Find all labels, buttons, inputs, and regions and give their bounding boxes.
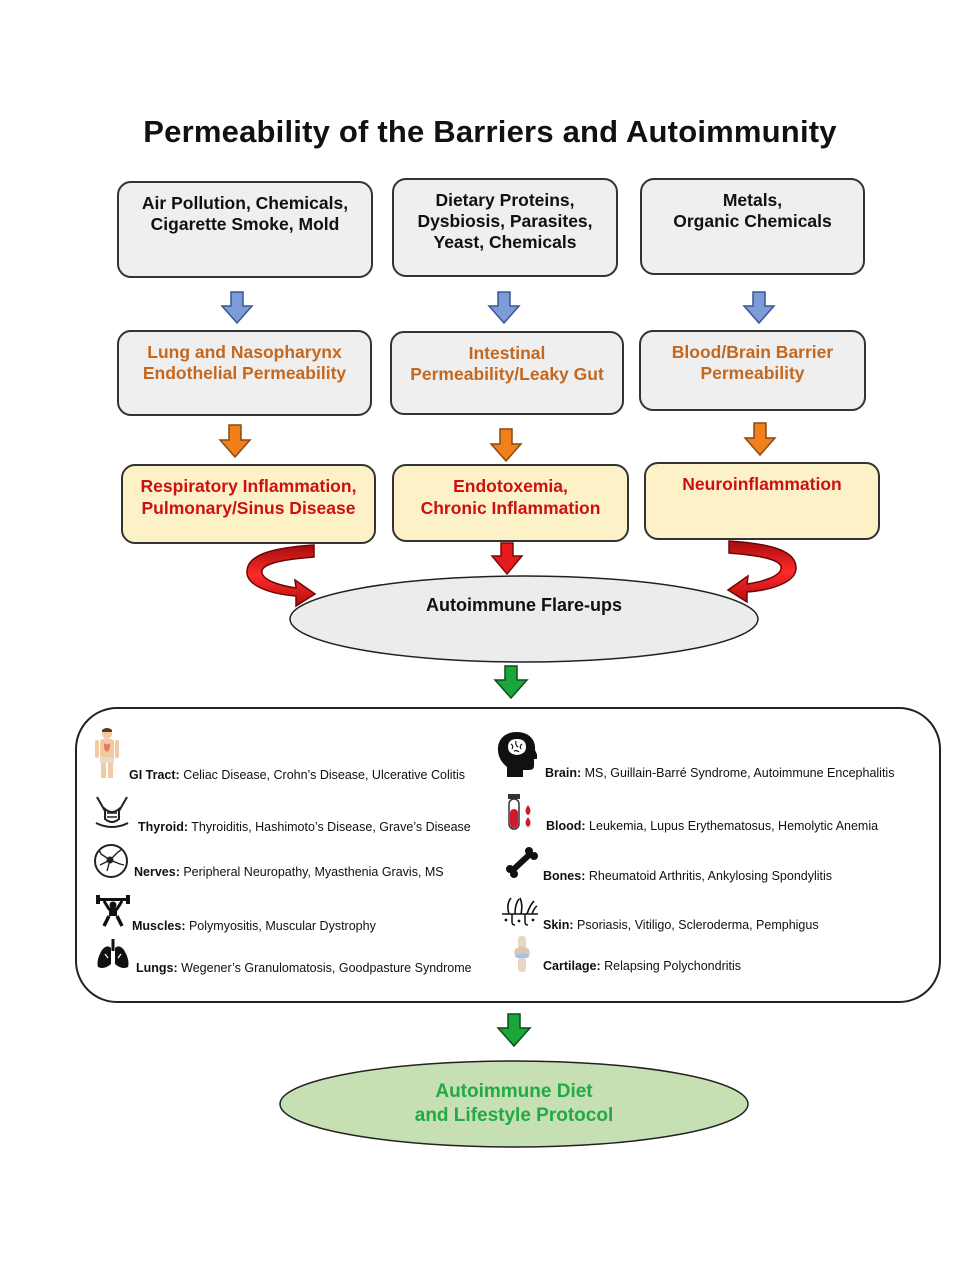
thyroid-icon [95, 796, 129, 828]
barrier-box-blood-brain: Blood/Brain Barrier Permeability [639, 330, 866, 411]
organ-row-skin: Skin: Psoriasis, Vitiligo, Scleroderma, … [543, 918, 819, 932]
blue-arrow-3 [742, 291, 776, 325]
human-body-icon [95, 728, 119, 778]
protocol-label: Autoimmune Diet and Lifestyle Protocol [414, 1081, 614, 1126]
organ-diseases: Rheumatoid Arthritis, Ankylosing Spondyl… [585, 869, 833, 883]
organ-row-brain: Brain: MS, Guillain-Barré Syndrome, Auto… [545, 766, 894, 780]
organ-diseases: MS, Guillain-Barré Syndrome, Autoimmune … [581, 766, 895, 780]
orange-arrow-1 [218, 424, 252, 459]
organ-label: Muscles: [132, 919, 186, 933]
orange-arrow-2 [489, 428, 523, 463]
organ-row-nerves: Nerves: Peripheral Neuropathy, Myastheni… [134, 865, 444, 879]
page-title: Permeability of the Barriers and Autoimm… [143, 114, 837, 149]
orange-arrow-3 [743, 422, 777, 457]
blood-tube-icon [508, 794, 531, 830]
organ-row-muscles: Muscles: Polymyositis, Muscular Dystroph… [132, 919, 376, 933]
nerve-cell-icon [94, 844, 128, 878]
barrier-box-lung: Lung and Nasopharynx Endothelial Permeab… [117, 330, 372, 416]
organ-label: Cartilage: [543, 959, 601, 973]
effect-box-neuro: Neuroinflammation [644, 462, 880, 540]
weightlifter-icon [96, 895, 130, 927]
flareups-label: Autoimmune Flare-ups [425, 595, 622, 615]
protocol-ellipse [279, 1060, 749, 1148]
source-box-air: Air Pollution, Chemicals, Cigarette Smok… [117, 181, 373, 278]
organ-diseases: Thyroiditis, Hashimoto’s Disease, Grave’… [188, 820, 471, 834]
organ-row-cartilage: Cartilage: Relapsing Polychondritis [543, 959, 741, 973]
bone-icon [506, 847, 538, 878]
skin-hair-icon [502, 897, 538, 926]
organ-row-thyroid: Thyroid: Thyroiditis, Hashimoto’s Diseas… [138, 820, 471, 834]
organ-row-lungs: Lungs: Wegener’s Granulomatosis, Goodpas… [136, 961, 472, 975]
organ-row-gi-tract: GI Tract: Celiac Disease, Crohn’s Diseas… [129, 768, 465, 782]
brain-head-icon [497, 732, 537, 777]
blue-arrow-2 [487, 291, 521, 325]
source-box-metals: Metals, Organic Chemicals [640, 178, 865, 275]
flareups-ellipse [289, 575, 759, 663]
organ-label: Nerves: [134, 865, 180, 879]
effect-box-endotoxemia: Endotoxemia, Chronic Inflammation [392, 464, 629, 542]
barrier-box-intestinal: Intestinal Permeability/Leaky Gut [390, 331, 624, 415]
green-arrow-2 [496, 1013, 532, 1048]
organ-diseases: Wegener’s Granulomatosis, Goodpasture Sy… [177, 961, 472, 975]
organ-diseases: Polymyositis, Muscular Dystrophy [185, 919, 376, 933]
organ-row-bones: Bones: Rheumatoid Arthritis, Ankylosing … [543, 869, 832, 883]
organ-diseases: Psoriasis, Vitiligo, Scleroderma, Pemphi… [573, 918, 819, 932]
red-curved-arrow-left [246, 544, 317, 608]
organ-diseases: Celiac Disease, Crohn’s Disease, Ulcerat… [179, 768, 466, 782]
organ-diseases: Relapsing Polychondritis [600, 959, 742, 973]
organ-label: Lungs: [136, 961, 178, 975]
green-arrow-1 [493, 665, 529, 700]
red-curved-arrow-right [726, 540, 797, 604]
organ-diseases: Peripheral Neuropathy, Myasthenia Gravis… [179, 865, 444, 879]
effect-box-respiratory: Respiratory Inflammation, Pulmonary/Sinu… [121, 464, 376, 544]
source-box-dietary: Dietary Proteins, Dysbiosis, Parasites, … [392, 178, 618, 277]
organ-label: Skin: [543, 918, 574, 932]
organ-label: Blood: [546, 819, 586, 833]
organ-label: Brain: [545, 766, 582, 780]
blue-arrow-1 [220, 291, 254, 325]
knee-joint-icon [514, 936, 530, 972]
organ-row-blood: Blood: Leukemia, Lupus Erythematosus, He… [546, 819, 878, 833]
red-arrow-center [490, 542, 524, 576]
lungs-icon [97, 939, 129, 968]
organ-label: Thyroid: [138, 820, 188, 834]
organ-diseases: Leukemia, Lupus Erythematosus, Hemolytic… [585, 819, 879, 833]
organ-label: Bones: [543, 869, 586, 883]
organ-label: GI Tract: [129, 768, 180, 782]
